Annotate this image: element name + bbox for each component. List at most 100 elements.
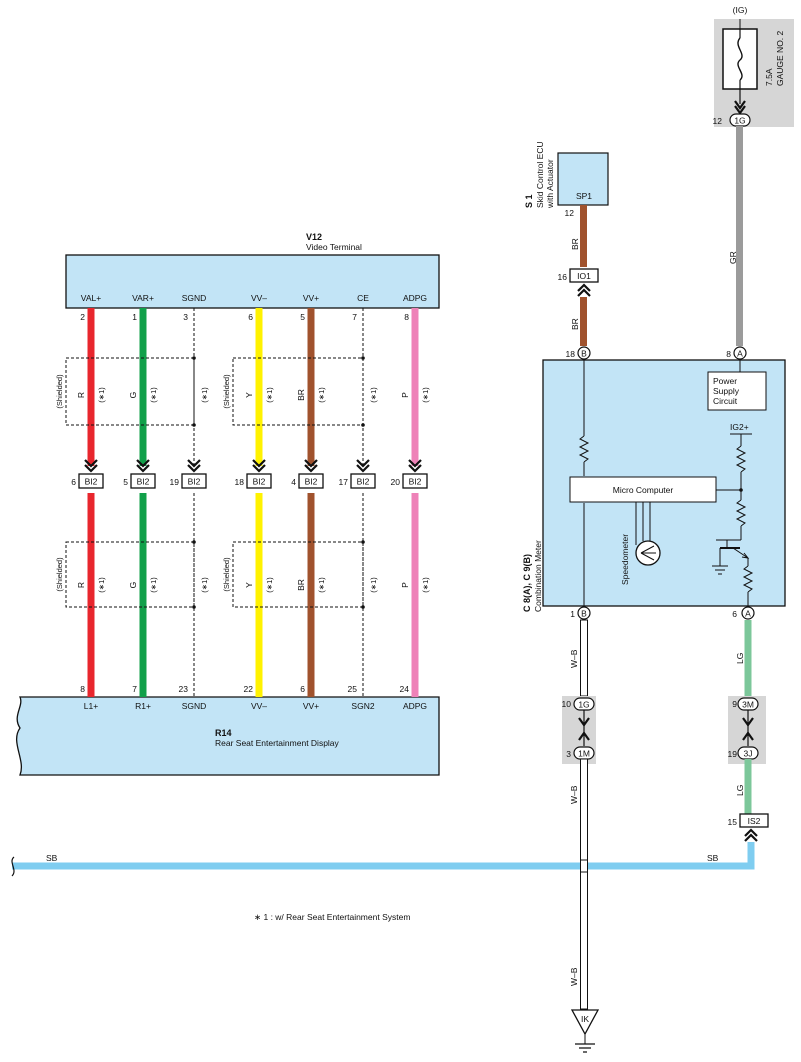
bi2-label: BI2 [188, 477, 201, 487]
v12-pin: 3 [183, 312, 188, 322]
left-conn-2: 1M [578, 749, 590, 759]
power-supply-line-1: Power [713, 376, 737, 386]
star-note: (∗1) [97, 387, 106, 403]
v12-terminal: VAR+ [132, 293, 154, 303]
shielded-label: (Shielded) [55, 557, 64, 592]
wire-color-label: BR [296, 389, 306, 401]
star-note: (∗1) [200, 387, 209, 403]
r14-id: R14 [215, 728, 232, 738]
star-note: (∗1) [317, 387, 326, 403]
wire-1-seg-1 [139, 493, 147, 697]
bi2-arrow-icon [304, 459, 318, 473]
star-note: (∗1) [369, 577, 378, 593]
wire-sb [12, 842, 755, 870]
ecu-wire-bottom: BR [570, 318, 580, 330]
is2-box [739, 813, 769, 828]
wire-6-seg-1 [411, 493, 419, 697]
video-terminal: V12 Video Terminal [65, 232, 440, 309]
power-supply-line-3: Circuit [713, 396, 738, 406]
lg-path: LG 9 3M 19 3J LG 15 IS2 [728, 620, 769, 842]
bi2-arrow-icon [356, 459, 370, 473]
star-note: (∗1) [149, 387, 158, 403]
wire-gr-label: GR [728, 251, 738, 264]
splice-left-down-icon [578, 717, 590, 741]
wb1-label: W–B [569, 649, 579, 668]
wire-3-seg-0 [255, 308, 263, 466]
fuse-down-arrow-icon [734, 100, 746, 115]
ground-point-icon [570, 1009, 600, 1036]
star-note: (∗1) [265, 577, 274, 593]
r14-terminal: L1+ [84, 701, 98, 711]
io1-box [569, 268, 599, 283]
bi2-arrow-icon [252, 459, 266, 473]
skid-control-ecu: S 1 Skid Control ECU with Actuator SP1 1… [524, 141, 609, 218]
lg2-label: LG [735, 785, 745, 796]
right-conn-1: 3M [742, 700, 754, 710]
speedometer-label: Speedometer [620, 534, 630, 585]
v12-pin: 1 [132, 312, 137, 322]
meter-ig2: IG2+ [730, 422, 749, 432]
bi2-label: BI2 [85, 477, 98, 487]
wire-3-seg-1 [255, 493, 263, 697]
r14-terminal: R1+ [135, 701, 151, 711]
wire-6-seg-0 [411, 308, 419, 466]
wire-br-ecu [580, 205, 587, 267]
splice-right-down-icon [742, 717, 754, 741]
bi2-box [130, 473, 156, 489]
bi2-arrow-icon [187, 459, 201, 473]
wire-gr [736, 126, 743, 346]
shielded-label: (Shielded) [222, 374, 231, 409]
ecu-name-2: with Actuator [545, 159, 555, 209]
fuse-source: (IG) [733, 5, 748, 15]
star-note: (∗1) [97, 577, 106, 593]
bi2-pin: 19 [170, 477, 180, 487]
star-note: (∗1) [421, 577, 430, 593]
shielded-label: (Shielded) [55, 374, 64, 409]
v12-terminal: SGND [182, 293, 207, 303]
shield-box [65, 357, 195, 426]
wire-lg-1 [744, 620, 752, 696]
shield-box [65, 541, 195, 608]
meter-name: Combination Meter [533, 540, 543, 612]
bi2-label: BI2 [305, 477, 318, 487]
terminal-labels: VAL+2L1+8R(∗1)R(∗1)VAR+1R1+7G(∗1)G(∗1)SG… [76, 293, 430, 711]
meter-id: C 8(A), C 9(B) [522, 554, 532, 612]
micro-computer-label: Micro Computer [613, 485, 674, 495]
bi2-label: BI2 [137, 477, 150, 487]
meter-conn-a-bottom: A [745, 609, 751, 619]
meter-conn-b-bottom: B [581, 609, 587, 619]
bi2-box [298, 473, 324, 489]
v12-terminal: VV+ [303, 293, 319, 303]
bi2-label: BI2 [409, 477, 422, 487]
footnote: ∗ 1 : w/ Rear Seat Entertainment System [254, 912, 410, 922]
v12-terminal: ADPG [403, 293, 427, 303]
r14-pin: 23 [179, 684, 189, 694]
fuse-connector: 1G [734, 116, 745, 126]
wire-color-label: Y [244, 392, 254, 398]
left-pin-2: 3 [566, 749, 571, 759]
wire-color-label: P [400, 392, 410, 398]
wire-br-meter [580, 297, 587, 346]
r14-box [15, 696, 440, 776]
io1-up-arrow-icon [577, 283, 591, 297]
shield-group: (Shielded)(Shielded)(Shielded)(Shielded) [55, 356, 365, 609]
bi2-pin: 20 [391, 477, 401, 487]
star-note: (∗1) [369, 387, 378, 403]
bi2-label: BI2 [357, 477, 370, 487]
meter-pin-a-top: 8 [726, 349, 731, 359]
bi2-pin: 5 [123, 477, 128, 487]
r14-terminal: ADPG [403, 701, 427, 711]
shield-box [232, 541, 364, 608]
wb3-label: W–B [569, 967, 579, 986]
bi2-pin: 6 [71, 477, 76, 487]
meter-resistor-left-icon [578, 435, 590, 463]
r14-terminal: SGN2 [351, 701, 374, 711]
meter-resistor-mid-icon [735, 499, 747, 527]
star-note: (∗1) [317, 577, 326, 593]
right-pin-2: 19 [728, 749, 738, 759]
wire-color-label: R [76, 582, 86, 588]
is2-up-arrow-icon [744, 828, 758, 842]
fuse-icon [737, 37, 743, 81]
meter-resistor-ig2-icon [735, 445, 747, 473]
